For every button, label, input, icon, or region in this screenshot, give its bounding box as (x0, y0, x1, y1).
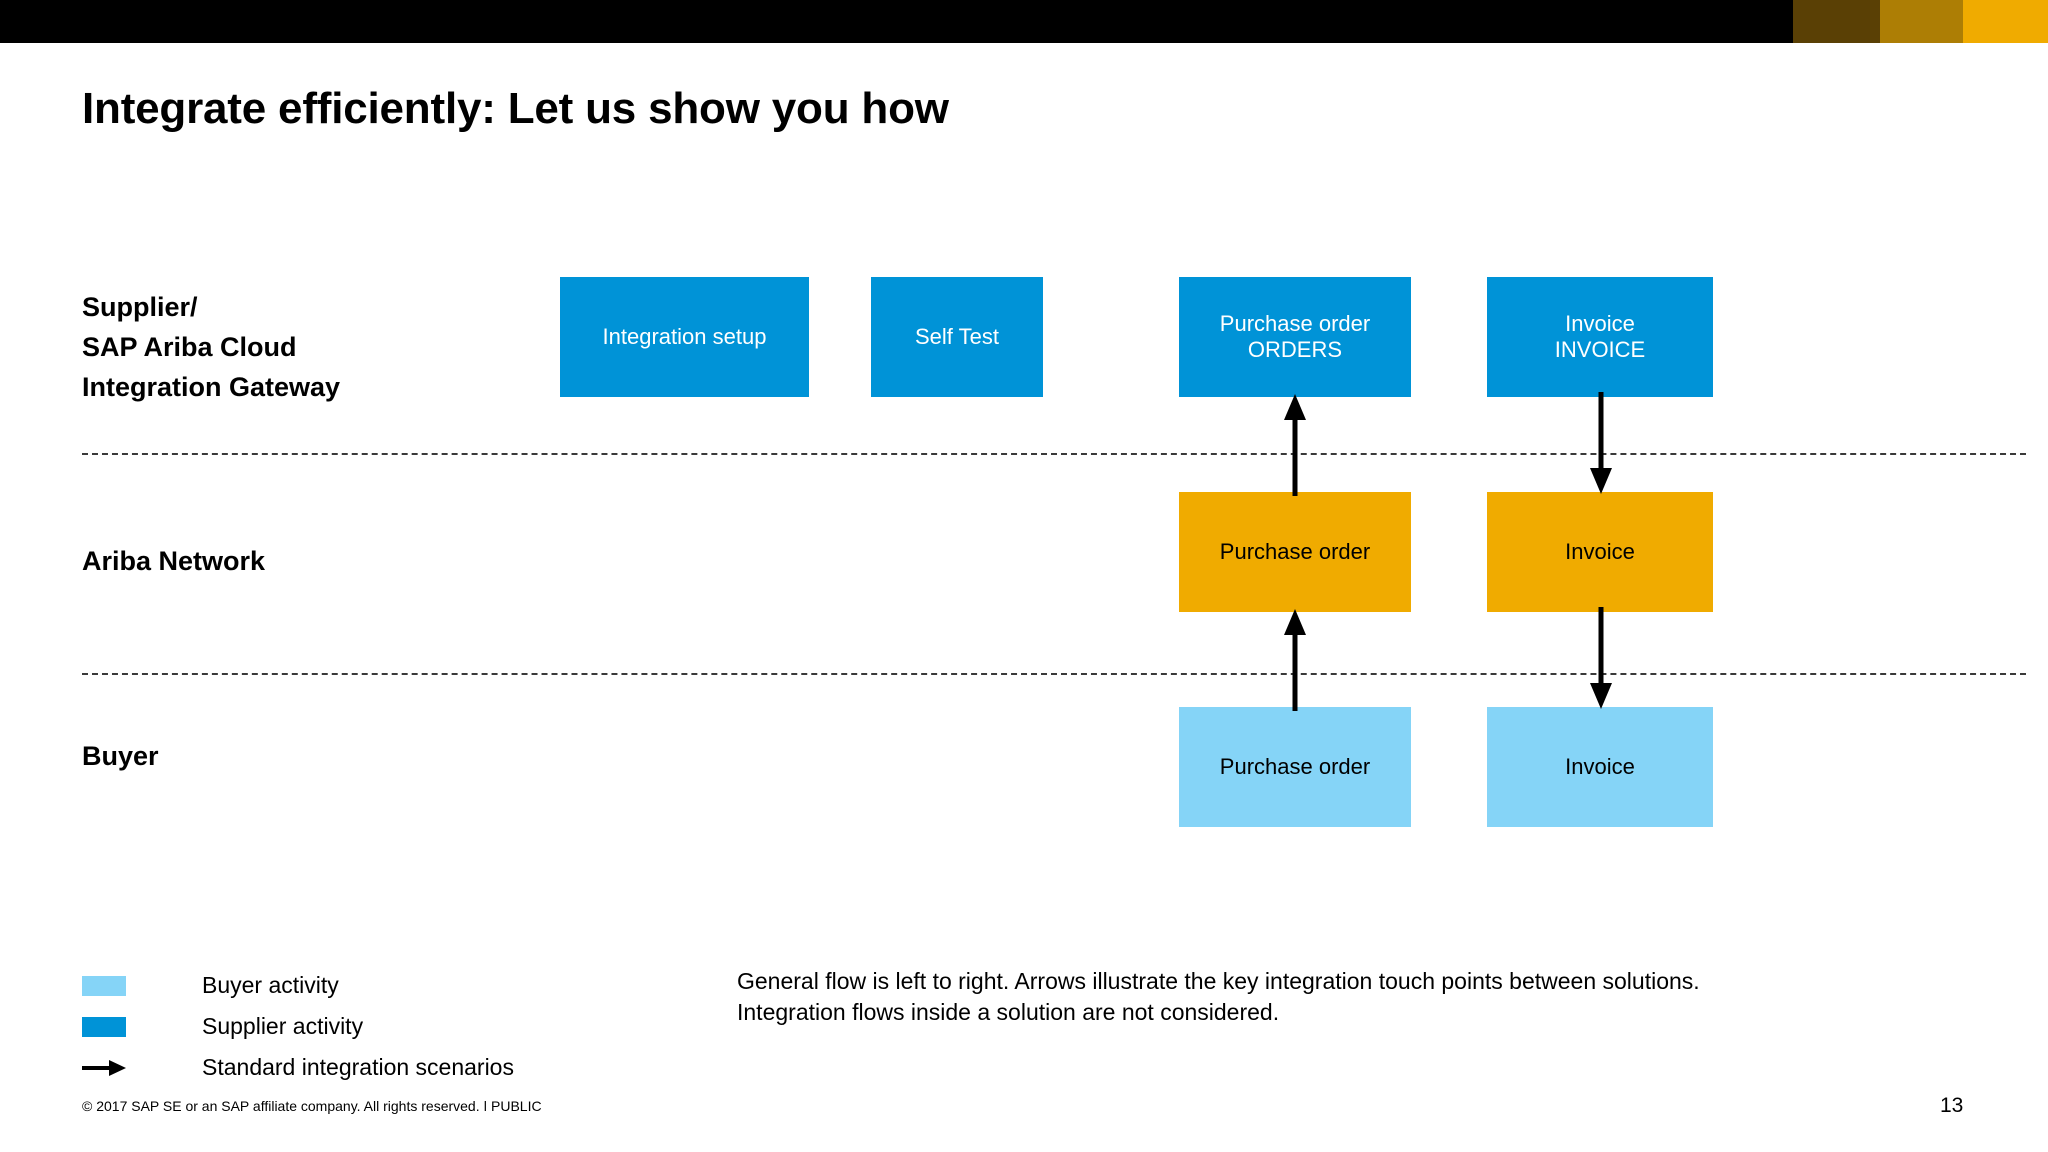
box-purchase-order-network-line1: Purchase order (1219, 539, 1371, 564)
gold-band-bright (1963, 0, 2048, 43)
box-invoice-supplier-line2: INVOICE (1554, 337, 1646, 362)
footer-copyright: © 2017 SAP SE or an SAP affiliate compan… (82, 1098, 542, 1114)
box-invoice-buyer[interactable]: Invoice (1487, 707, 1713, 827)
legend-swatch-buyer (82, 975, 126, 996)
arrow-up-po-buyer-to-network (1284, 609, 1306, 711)
gold-band-dark (1793, 0, 1880, 43)
box-invoice-network[interactable]: Invoice (1487, 492, 1713, 612)
legend: Buyer activity Supplier activity Standar… (82, 965, 514, 1088)
lane-label-ariba-network: Ariba Network (82, 546, 266, 576)
page-title: Integrate efficiently: Let us show you h… (82, 84, 949, 133)
note-line-1: General flow is left to right. Arrows il… (737, 968, 1700, 994)
legend-item-supplier-activity: Supplier activity (82, 1006, 514, 1047)
arrow-down-invoice-network-to-buyer (1590, 607, 1612, 709)
box-invoice-supplier[interactable]: Invoice INVOICE (1487, 277, 1713, 397)
legend-label-buyer: Buyer activity (202, 972, 339, 998)
arrow-up-po-network-to-supplier (1284, 394, 1306, 496)
box-self-test[interactable]: Self Test (871, 277, 1043, 397)
box-integration-setup-line1: Integration setup (602, 324, 767, 349)
lane-label-supplier-line1: Supplier/ (82, 292, 198, 322)
box-purchase-order-supplier-line1: Purchase order (1219, 311, 1371, 336)
box-integration-setup[interactable]: Integration setup (560, 277, 809, 397)
lane-separator-network-buyer (82, 673, 2026, 675)
box-invoice-supplier-line1: Invoice (1565, 311, 1635, 336)
lane-label-supplier-line3: Integration Gateway (82, 372, 341, 402)
arrow-down-invoice-supplier-to-network (1590, 392, 1612, 494)
lane-label-supplier-line2: SAP Ariba Cloud (82, 332, 297, 362)
box-purchase-order-buyer[interactable]: Purchase order (1179, 707, 1411, 827)
lane-label-buyer: Buyer (82, 741, 159, 771)
box-purchase-order-buyer-line1: Purchase order (1219, 754, 1371, 779)
box-self-test-line1: Self Test (915, 324, 999, 349)
box-purchase-order-network[interactable]: Purchase order (1179, 492, 1411, 612)
footer-page-number: 13 (1940, 1094, 1964, 1117)
legend-label-standard-integration: Standard integration scenarios (202, 1054, 514, 1080)
legend-item-standard-integration: Standard integration scenarios (82, 1047, 514, 1088)
legend-arrow-cell (82, 1059, 126, 1077)
arrow-right-icon (82, 1059, 126, 1076)
note-text: General flow is left to right. Arrows il… (737, 966, 1857, 1028)
box-invoice-buyer-line1: Invoice (1565, 754, 1635, 779)
lane-label-supplier: Supplier/ SAP Ariba Cloud Integration Ga… (82, 287, 340, 407)
legend-label-supplier: Supplier activity (202, 1013, 364, 1039)
box-purchase-order-supplier-line2: ORDERS (1247, 337, 1343, 362)
legend-swatch-supplier (82, 1016, 126, 1037)
note-line-2: Integration flows inside a solution are … (737, 999, 1280, 1025)
box-invoice-network-line1: Invoice (1565, 539, 1635, 564)
box-purchase-order-supplier[interactable]: Purchase order ORDERS (1179, 277, 1411, 397)
gold-band-mid (1880, 0, 1963, 43)
top-bar (0, 0, 2048, 43)
lane-separator-supplier-network (82, 453, 2026, 455)
legend-item-buyer-activity: Buyer activity (82, 965, 514, 1006)
